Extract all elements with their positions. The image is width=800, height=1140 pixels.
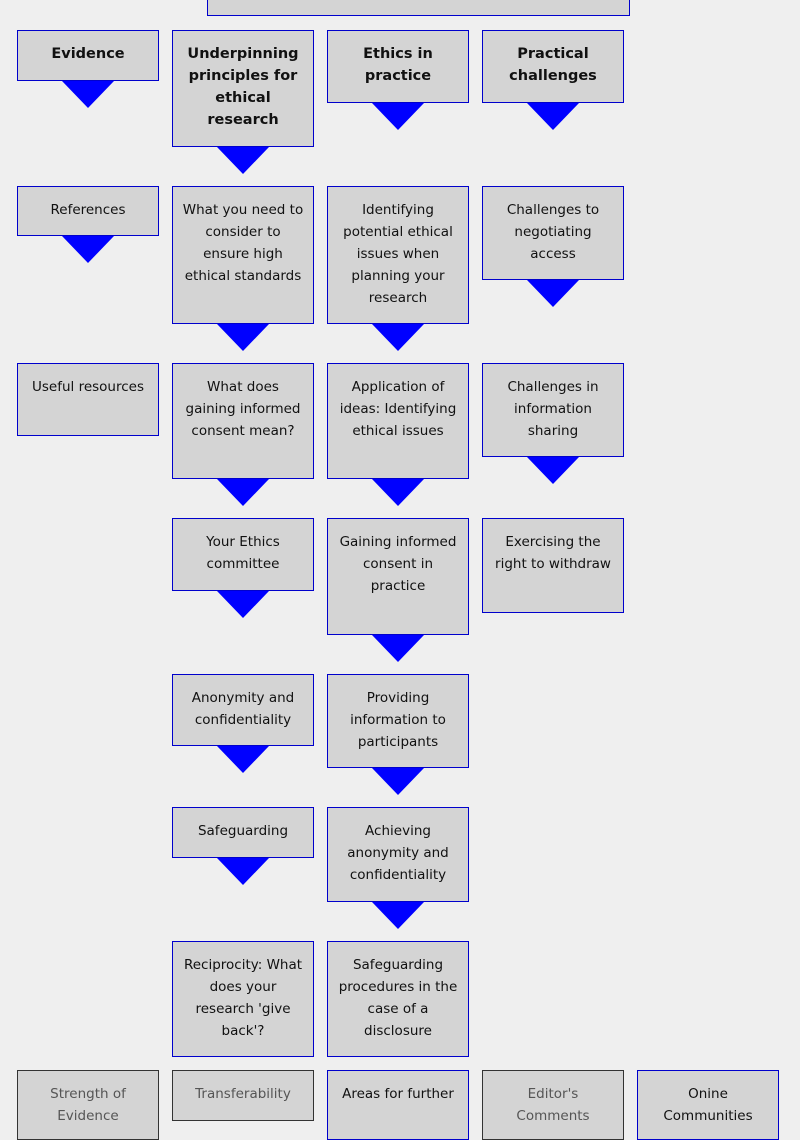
principles-item-reciprocity[interactable]: Reciprocity: What does your research 'gi… [172,941,314,1057]
arrow-down-icon [62,81,114,108]
arrow-down-icon [372,103,424,130]
editors-comments-button[interactable]: Editor's Comments [482,1070,624,1140]
arrow-down-icon [372,768,424,795]
transferability-button[interactable]: Transferability [172,1070,314,1121]
arrow-down-icon [372,902,424,929]
practice-item-safeguarding-procedures[interactable]: Safeguarding procedures in the case of a… [327,941,469,1057]
principles-item-safeguarding[interactable]: Safeguarding [172,807,314,858]
practice-header[interactable]: Ethics in practice [327,30,469,103]
principles-item-ethics-committee[interactable]: Your Ethics committee [172,518,314,591]
arrow-down-icon [217,858,269,885]
arrow-down-icon [372,324,424,351]
arrow-down-icon [372,635,424,662]
practice-item-application[interactable]: Application of ideas: Identifying ethica… [327,363,469,479]
strength-of-evidence-button[interactable]: Strength of Evidence [17,1070,159,1140]
arrow-down-icon [372,479,424,506]
challenges-item-withdraw[interactable]: Exercising the right to withdraw [482,518,624,613]
online-communities-button[interactable]: Onine Communities [637,1070,779,1140]
arrow-down-icon [217,147,269,174]
practice-item-providing-info[interactable]: Providing information to participants [327,674,469,768]
arrow-down-icon [217,324,269,351]
principles-item-consent[interactable]: What does gaining informed consent mean? [172,363,314,479]
arrow-down-icon [527,103,579,130]
challenges-header[interactable]: Practical challenges [482,30,624,103]
top-banner-box [207,0,630,16]
practice-item-identifying-issues[interactable]: Identifying potential ethical issues whe… [327,186,469,324]
principles-header[interactable]: Underpinning principles for ethical rese… [172,30,314,147]
arrow-down-icon [217,479,269,506]
arrow-down-icon [62,236,114,263]
challenges-item-info-sharing[interactable]: Challenges in information sharing [482,363,624,457]
arrow-down-icon [527,457,579,484]
areas-for-further-button[interactable]: Areas for further [327,1070,469,1140]
evidence-header[interactable]: Evidence [17,30,159,81]
arrow-down-icon [527,280,579,307]
principles-item-anonymity[interactable]: Anonymity and confidentiality [172,674,314,746]
challenges-item-access[interactable]: Challenges to negotiating access [482,186,624,280]
practice-item-gaining-consent[interactable]: Gaining informed consent in practice [327,518,469,635]
practice-item-achieving-anonymity[interactable]: Achieving anonymity and confidentiality [327,807,469,902]
references-link[interactable]: References [17,186,159,236]
arrow-down-icon [217,591,269,618]
useful-resources-link[interactable]: Useful resources [17,363,159,436]
principles-item-standards[interactable]: What you need to consider to ensure high… [172,186,314,324]
arrow-down-icon [217,746,269,773]
